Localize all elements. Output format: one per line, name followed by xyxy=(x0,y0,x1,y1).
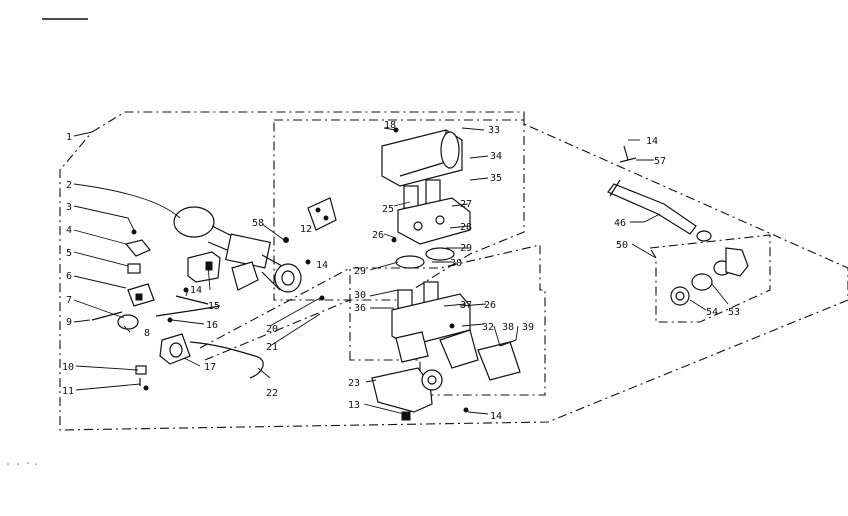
callout-8: 8 xyxy=(144,328,150,339)
callout-17: 17 xyxy=(204,362,216,373)
callout-33: 33 xyxy=(488,125,500,136)
left-control-parts xyxy=(91,239,191,386)
callout-46: 46 xyxy=(614,218,626,229)
callout-26-b: 26 xyxy=(484,300,496,311)
callout-28: 28 xyxy=(460,222,472,233)
callout-54: 54 xyxy=(706,307,718,318)
callout-18: 18 xyxy=(384,120,396,131)
assembly-outlines xyxy=(59,111,848,431)
pilot-tubing xyxy=(155,295,264,379)
callout-12: 12 xyxy=(300,224,312,235)
callout-22: 22 xyxy=(266,388,278,399)
callout-11: 11 xyxy=(62,386,74,397)
upper-valve-assembly xyxy=(381,129,471,269)
callout-27: 27 xyxy=(460,199,472,210)
callout-16: 16 xyxy=(206,320,218,331)
small-bracket-12 xyxy=(307,197,337,231)
callout-23: 23 xyxy=(348,378,360,389)
callout-15: 15 xyxy=(208,301,220,312)
callout-29-b: 29 xyxy=(354,266,366,277)
callout-10: 10 xyxy=(62,362,74,373)
callout-14-c: 14 xyxy=(490,411,502,422)
callout-5: 5 xyxy=(66,248,72,259)
callout-labels: 1 2 3 4 5 6 7 9 8 10 11 58 12 14 14 15 1… xyxy=(62,120,740,422)
callout-53: 53 xyxy=(728,307,740,318)
callout-13: 13 xyxy=(348,400,360,411)
callout-6: 6 xyxy=(66,271,72,282)
leader-lines xyxy=(73,127,729,415)
callout-21: 21 xyxy=(266,342,278,353)
callout-3: 3 xyxy=(66,202,72,213)
callout-4: 4 xyxy=(66,225,72,236)
callout-34: 34 xyxy=(490,151,502,162)
callout-20: 20 xyxy=(266,324,278,335)
callout-1: 1 xyxy=(66,132,72,143)
callout-39: 39 xyxy=(522,322,534,333)
callout-36: 36 xyxy=(354,303,366,314)
callout-29-a: 29 xyxy=(460,243,472,254)
orifice-fittings xyxy=(670,247,749,306)
callout-2: 2 xyxy=(66,180,72,191)
callout-37: 37 xyxy=(460,300,472,311)
callout-14-d: 14 xyxy=(646,136,658,147)
callout-58: 58 xyxy=(252,218,264,229)
callout-25: 25 xyxy=(382,204,394,215)
callout-7: 7 xyxy=(66,295,72,306)
callout-26-a: 26 xyxy=(372,230,384,241)
callout-35: 35 xyxy=(490,173,502,184)
callout-50: 50 xyxy=(616,240,628,251)
callout-9: 9 xyxy=(66,317,72,328)
lower-valve-assembly xyxy=(371,281,521,421)
callout-38: 38 xyxy=(502,322,514,333)
pilot-tube-assembly xyxy=(607,145,712,242)
callout-30-a: 30 xyxy=(450,258,462,269)
callout-57: 57 xyxy=(654,156,666,167)
callout-30-b: 30 xyxy=(354,290,366,301)
callout-14-b: 14 xyxy=(190,285,202,296)
valve-mount-bracket xyxy=(187,251,259,291)
callout-32: 32 xyxy=(482,322,494,333)
callout-14-a: 14 xyxy=(316,260,328,271)
scan-specks xyxy=(7,462,37,465)
